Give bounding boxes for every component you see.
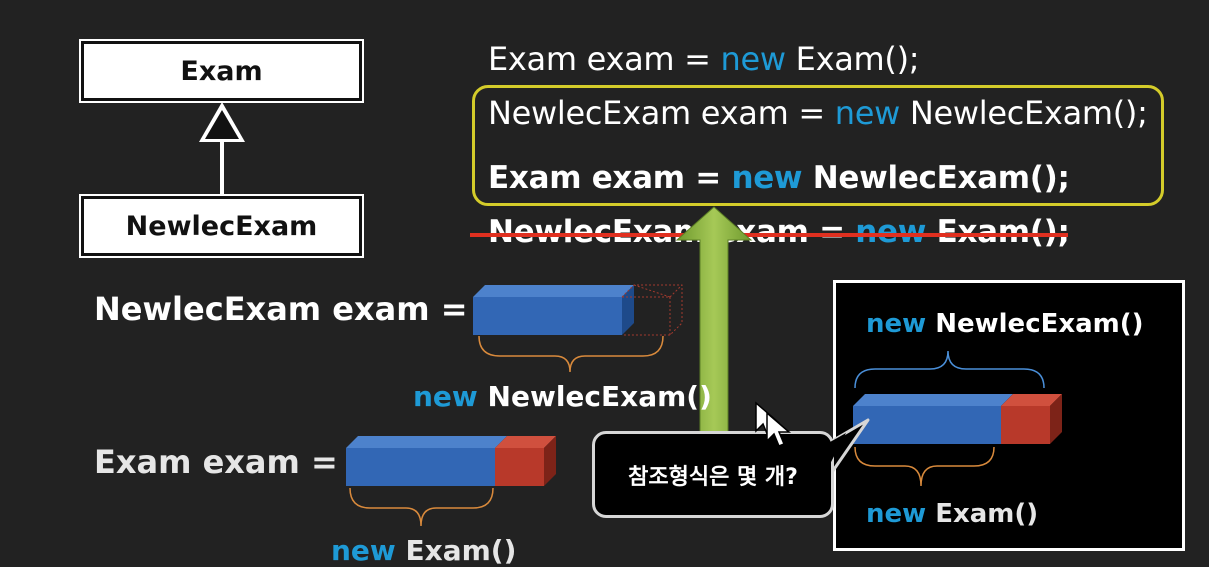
code-line-2: NewlecExam exam = new NewlecExam(); [488,94,1148,132]
uml-class-exam: Exam [79,39,364,103]
speech-bubble-text: 참조형식은 몇 개? [628,464,798,490]
speech-bubble: 참조형식은 몇 개? [592,431,834,518]
keyword-new: new [834,94,901,132]
panel-ctor-newlecexam: new NewlecExam() [866,309,1144,339]
mouse-cursor-icon [755,401,792,447]
uml-class-exam-label: Exam [180,55,263,87]
uml-class-newlecexam: NewlecExam [79,194,364,258]
uml-class-newlecexam-label: NewlecExam [125,210,318,242]
keyword-new: new [855,214,927,250]
panel-ctor-exam: new Exam() [866,499,1039,529]
code-line-3: Exam exam = new NewlecExam(); [488,160,1070,196]
code-line-1: Exam exam = new Exam(); [488,40,920,78]
strikethrough-line [470,233,1068,237]
keyword-new: new [731,160,803,196]
highlight-box [472,85,1164,206]
decl-newlecexam: NewlecExam exam = [94,290,468,328]
keyword-new: new [720,40,787,78]
decl-exam: Exam exam = [94,443,338,481]
code-line-4-invalid: NewlecExam exam = new Exam(); [488,214,1070,250]
ctor-label-newlecexam: new NewlecExam() [413,380,712,413]
